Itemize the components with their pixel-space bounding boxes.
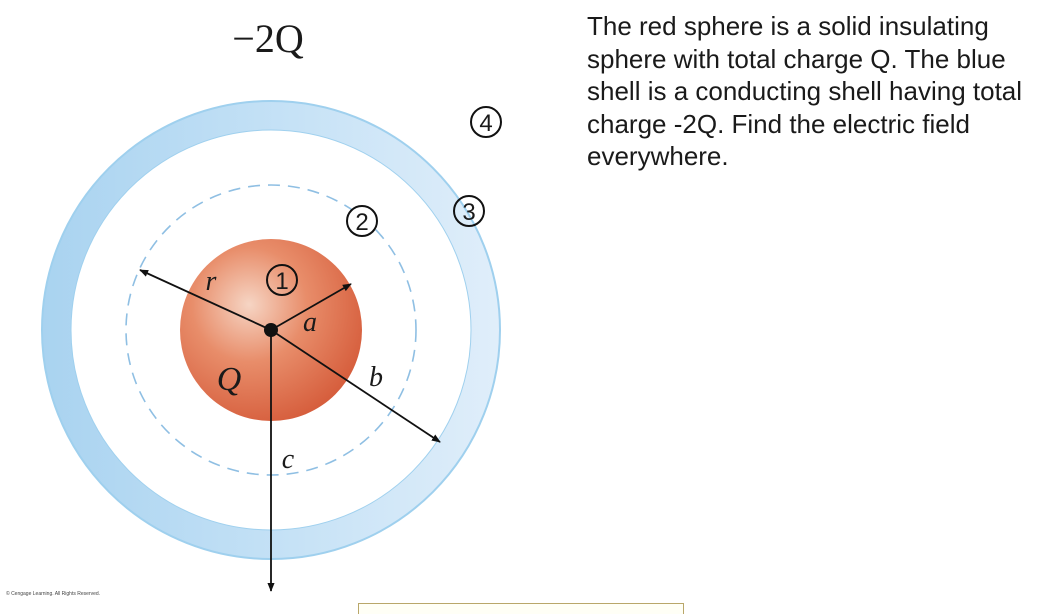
copyright-notice: © Cengage Learning. All Rights Reserved. [6, 591, 101, 597]
charged-sphere-shell-diagram: −2Q Q r a b c 1 2 3 4 [41, 16, 502, 592]
radius-label-r: r [206, 266, 217, 297]
radius-label-a: a [303, 307, 317, 338]
radius-label-b: b [369, 362, 383, 393]
radius-arrow-r [139, 269, 272, 331]
region-number: 3 [462, 199, 475, 226]
region-number: 4 [479, 110, 492, 137]
region-number: 1 [275, 268, 288, 295]
region-marker-2: 2 [346, 205, 378, 237]
region-number: 2 [355, 209, 368, 236]
region-marker-3: 3 [453, 195, 485, 227]
radius-arrow-b [270, 329, 441, 443]
problem-statement: The red sphere is a solid insulating sph… [587, 11, 1023, 171]
center-dot [264, 323, 278, 337]
region-marker-1: 1 [266, 264, 298, 296]
radius-label-c: c [282, 444, 295, 475]
region-marker-4: 4 [470, 106, 502, 138]
shell-charge-label: −2Q [232, 16, 304, 61]
sphere-charge-label: Q [217, 361, 242, 398]
radius-arrow-a [270, 283, 352, 331]
